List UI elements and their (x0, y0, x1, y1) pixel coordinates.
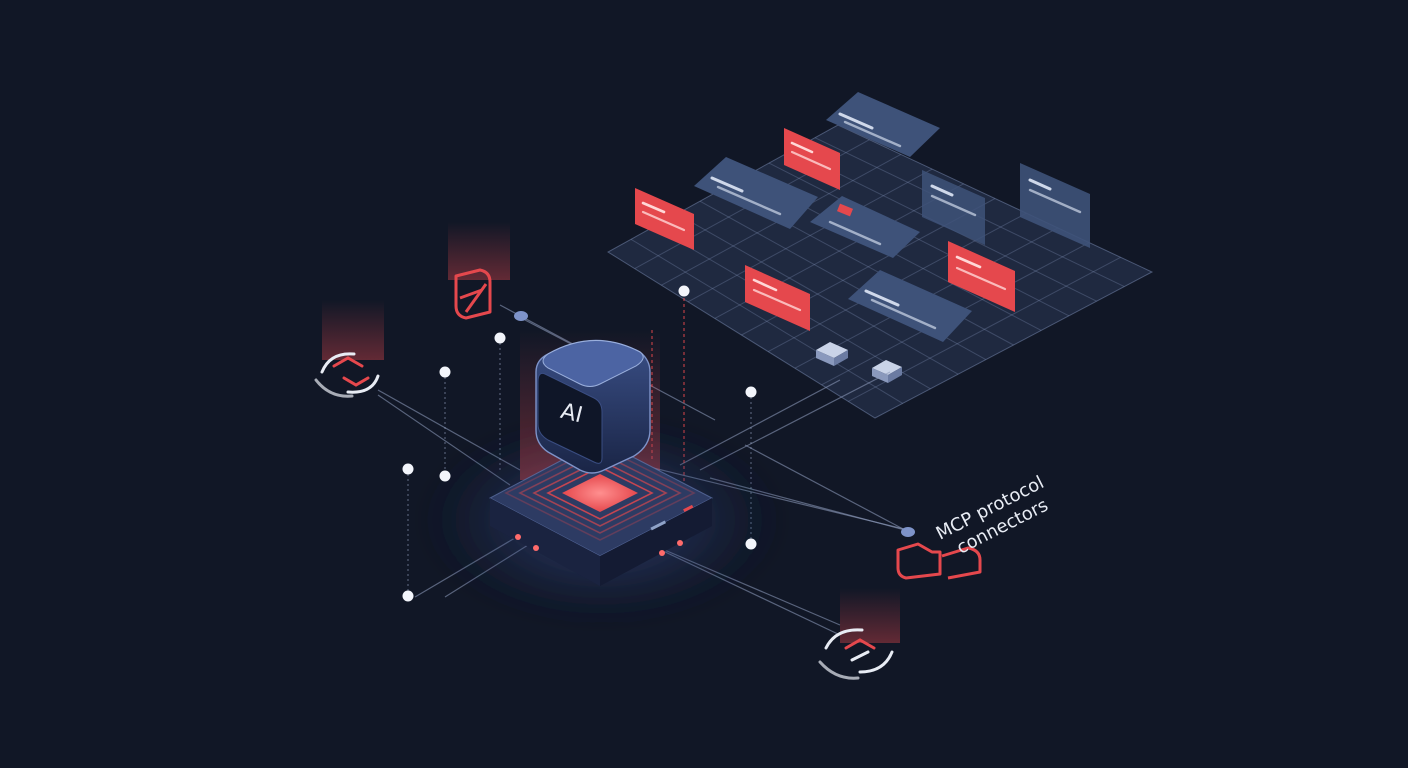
ai-cube: AI (535, 339, 651, 474)
mcp-label: MCP protocol connectors (933, 472, 1052, 558)
power-sync-icon (818, 628, 894, 680)
hub-rings (504, 445, 696, 541)
grid-line (630, 238, 903, 404)
data-card (826, 92, 940, 157)
sync-icon (314, 352, 380, 398)
grid-line (676, 213, 959, 375)
hub-ring (504, 445, 696, 541)
alert-card (784, 128, 840, 190)
hub-ring (546, 466, 654, 520)
alert-card (635, 188, 694, 250)
small-cube (872, 360, 902, 383)
data-card (1020, 163, 1090, 248)
grid-line (768, 162, 1070, 317)
connection-nodes (402, 285, 757, 602)
hub-ring (532, 459, 668, 527)
data-card (810, 196, 920, 258)
data-card (694, 157, 818, 229)
document-icon (454, 268, 492, 320)
data-card (922, 170, 985, 245)
alert-card (948, 241, 1015, 312)
port-nodes (514, 311, 915, 537)
folder-link-icon (896, 542, 982, 580)
data-card (848, 270, 972, 342)
alert-card (745, 265, 810, 331)
grid-line (687, 168, 933, 303)
grid-cards (635, 92, 1090, 383)
hub-core (562, 474, 638, 512)
small-cube (816, 342, 848, 366)
ai-hub: AI (412, 330, 792, 630)
hub-ring (518, 452, 682, 534)
